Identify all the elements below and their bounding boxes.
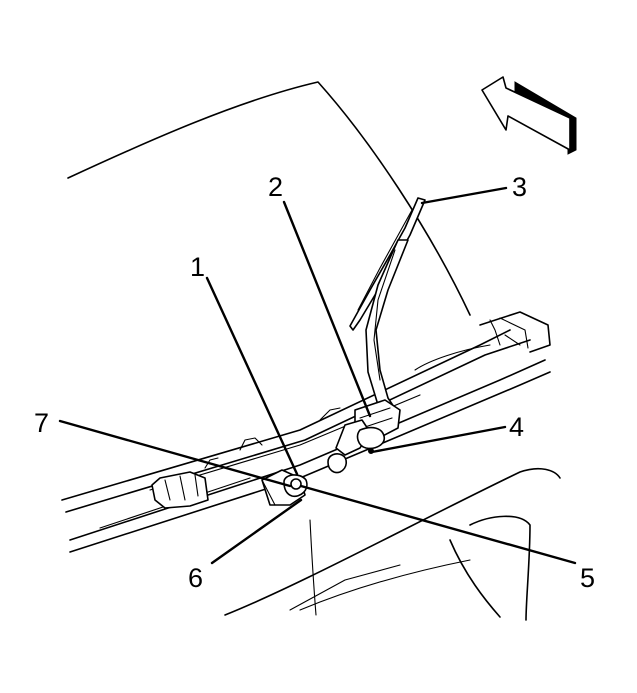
callout-7: 7 — [34, 408, 49, 438]
leader-4 — [370, 425, 507, 454]
wiper-arm — [349, 197, 426, 417]
wiper-pivot — [327, 399, 401, 474]
hood — [224, 467, 561, 621]
callout-2: 2 — [268, 172, 283, 202]
leader-2 — [282, 200, 372, 418]
wiper-transmission — [261, 469, 308, 506]
callout-3: 3 — [512, 172, 527, 202]
callout-6: 6 — [188, 563, 203, 593]
windshield — [67, 81, 471, 316]
cowl-clip — [151, 471, 209, 509]
leader-3 — [420, 186, 508, 205]
leader-1 — [205, 276, 299, 476]
leader-7 — [58, 419, 292, 488]
leader-5 — [299, 484, 577, 565]
leader-6 — [210, 498, 303, 565]
callout-5: 5 — [580, 563, 595, 593]
callouts: 1 2 3 4 5 6 7 — [34, 172, 595, 593]
callout-4: 4 — [509, 412, 524, 442]
callout-1: 1 — [190, 252, 205, 282]
forward-arrow-icon — [481, 76, 577, 155]
leader-lines — [58, 186, 577, 565]
